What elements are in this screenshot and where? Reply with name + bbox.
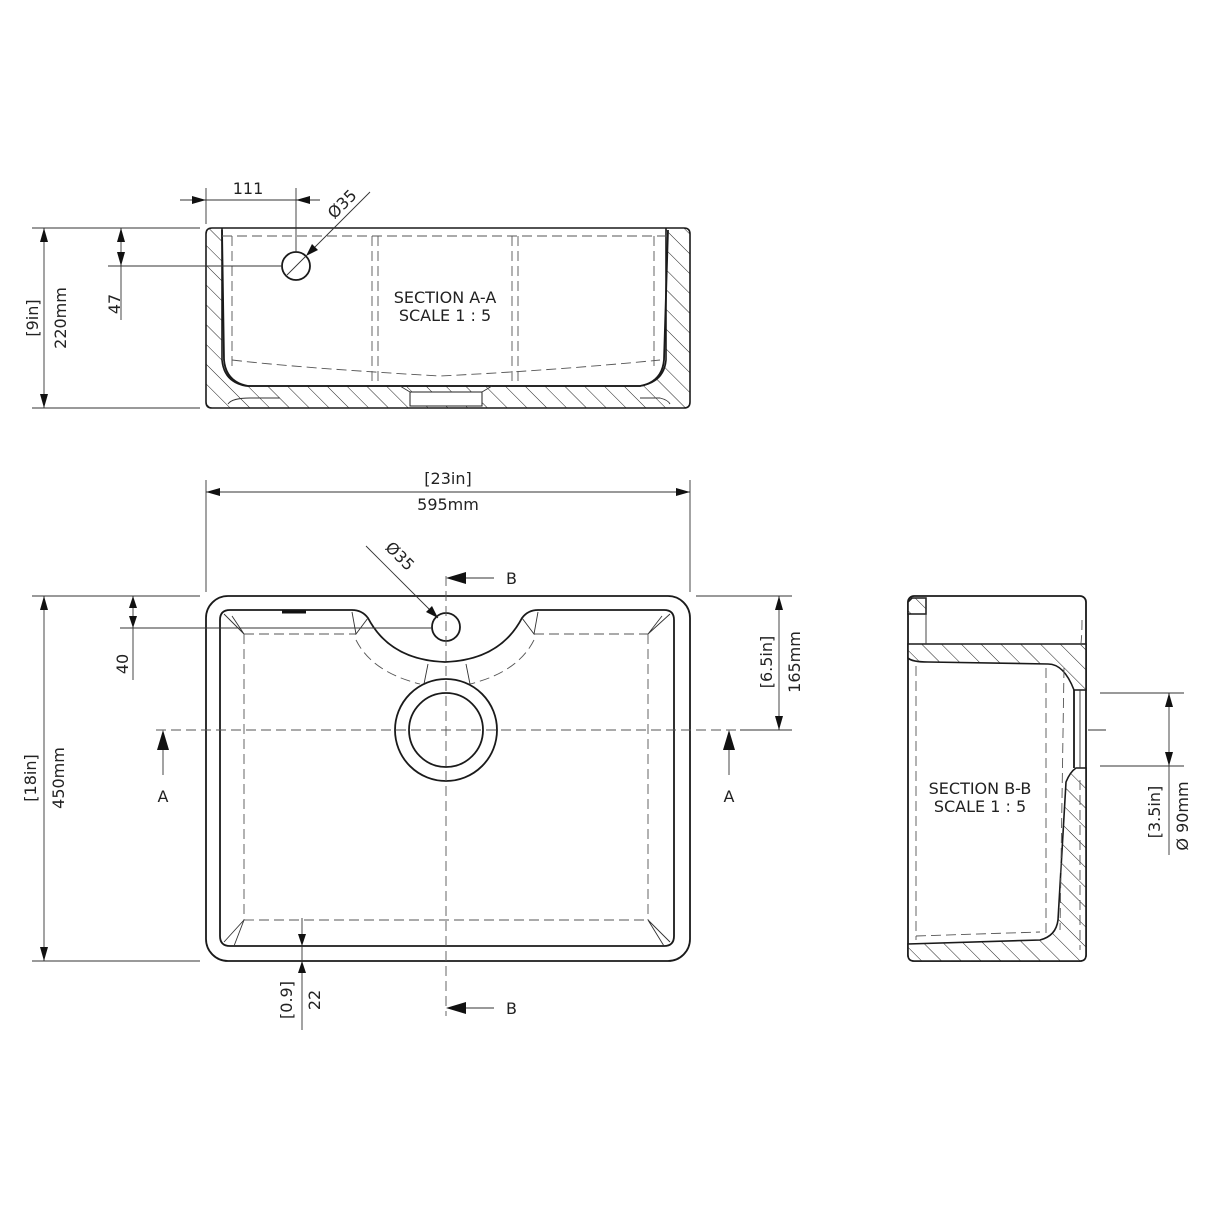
section-a-a-view: SECTION A-A SCALE 1 : 5 [9in] 220mm 47 1…	[23, 179, 691, 409]
section-marker-b-bottom: B	[446, 999, 517, 1018]
tap-hole-offset-label: 111	[233, 179, 264, 198]
svg-text:A: A	[724, 787, 735, 806]
waste-inner-ring	[408, 692, 484, 768]
height-mm-label: 220mm	[51, 287, 70, 349]
plan-view: [23in] 595mm [18in] 450mm 40 Ø35 [6.5in]…	[21, 469, 804, 1030]
section-b-b-view: SECTION B-B SCALE 1 : 5 [3.5in] Ø 90mm	[907, 595, 1192, 962]
tap-hole-diameter-a-label: Ø35	[324, 186, 361, 223]
svg-text:B: B	[506, 999, 517, 1018]
sink-outer-outline	[205, 595, 691, 962]
waste-from-back-mm-label: 165mm	[785, 631, 804, 693]
height-inch-label: [9in]	[23, 299, 42, 336]
section-marker-b-top: B	[446, 569, 517, 588]
sink-inner-rim	[219, 609, 675, 947]
svg-text:A: A	[158, 787, 169, 806]
rim-thickness-inch-label: [0.9]	[277, 981, 296, 1019]
rim-thickness-mm-label: 22	[305, 990, 324, 1010]
tap-hole-from-top-label: 47	[105, 294, 124, 314]
section-marker-a-right: A	[723, 730, 735, 806]
section-a-scale: SCALE 1 : 5	[399, 306, 491, 325]
section-b-title: SECTION B-B	[929, 779, 1032, 798]
depth-inch-label: [18in]	[21, 754, 40, 801]
depth-mm-label: 450mm	[49, 747, 68, 809]
width-mm-label: 595mm	[417, 495, 479, 514]
section-a-title: SECTION A-A	[394, 288, 497, 307]
width-inch-label: [23in]	[424, 469, 471, 488]
svg-text:B: B	[506, 569, 517, 588]
tap-hole-diameter-plan-label: Ø35	[382, 538, 419, 575]
waste-from-back-inch-label: [6.5in]	[757, 636, 776, 689]
tap-hole-from-edge-label: 40	[113, 654, 132, 674]
waste-diameter-inch-label: [3.5in]	[1145, 786, 1164, 839]
section-b-scale: SCALE 1 : 5	[934, 797, 1026, 816]
waste-diameter-mm-label: Ø 90mm	[1173, 781, 1192, 850]
section-marker-a-left: A	[157, 730, 169, 806]
